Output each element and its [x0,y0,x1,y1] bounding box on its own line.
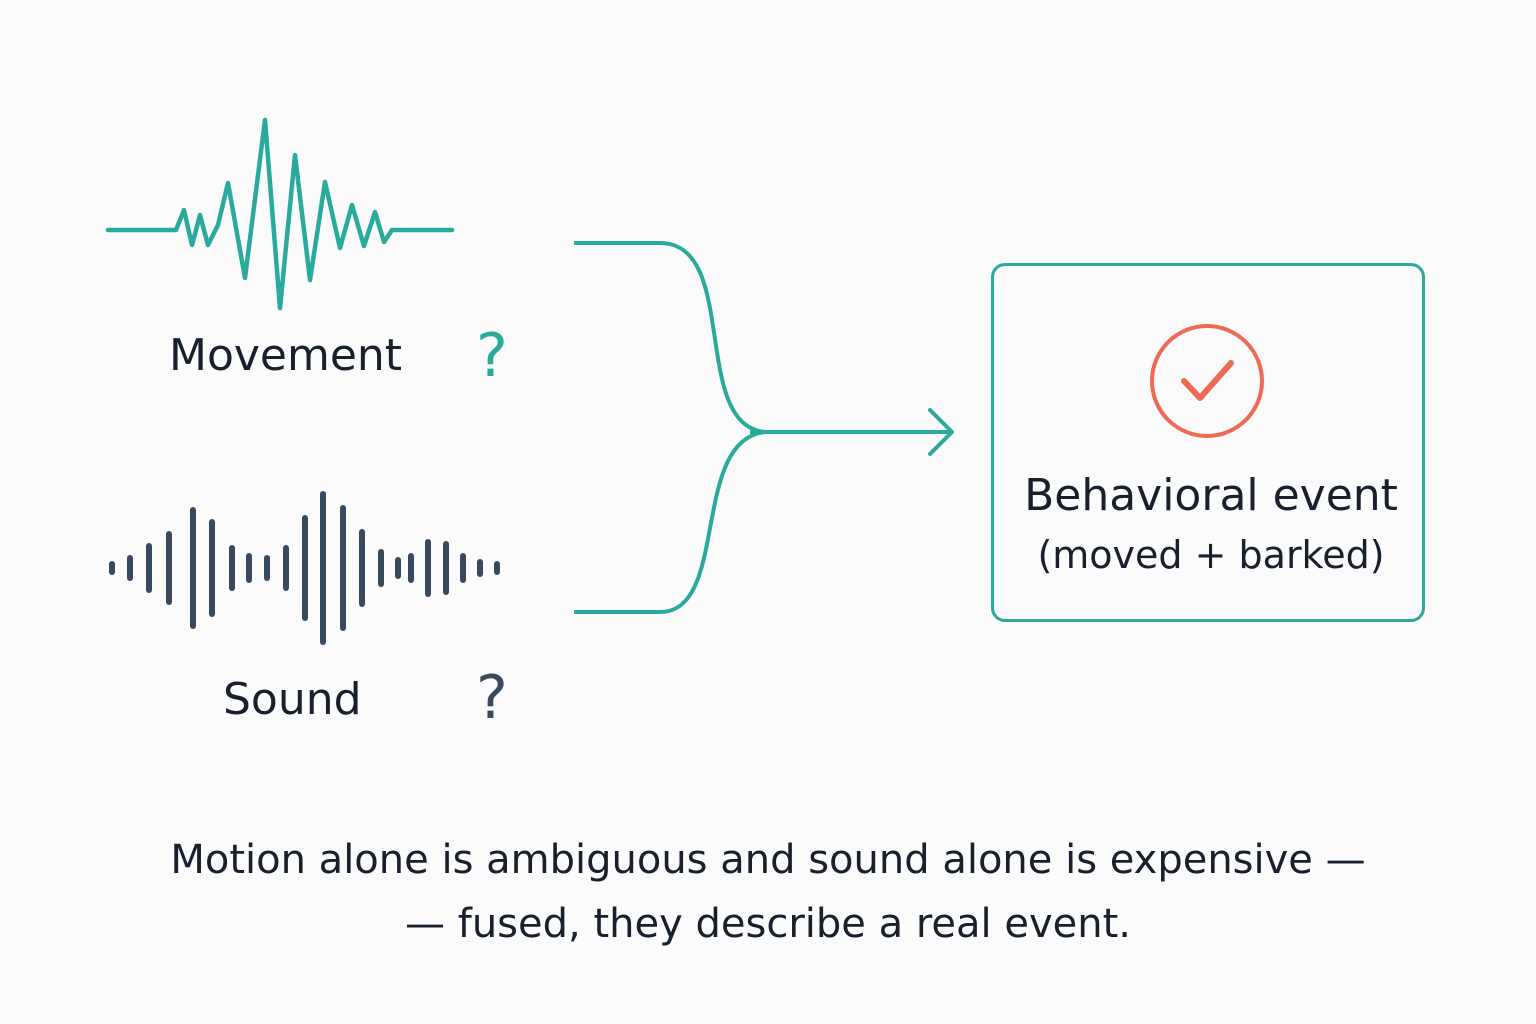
caption-line-2: — fused, they describe a real event. [405,901,1131,947]
behavioral-event-box: Behavioral event (moved + barked) [991,263,1425,622]
movement-connector [574,241,766,434]
movement-question-mark: ? [476,321,508,391]
check-circle-icon [1150,324,1264,438]
sound-label: Sound [223,674,362,725]
movement-waveform-icon [105,117,455,311]
arrow-head-icon [928,408,954,456]
caption: Motion alone is ambiguous and sound alon… [118,828,1418,956]
movement-label: Movement [169,330,403,381]
event-subtitle: (moved + barked) [1037,533,1385,577]
sound-question-mark: ? [476,663,508,733]
sound-waveform-icon [109,491,500,645]
caption-line-1: Motion alone is ambiguous and sound alon… [170,837,1366,883]
sound-connector [574,430,766,614]
event-title: Behavioral event [1024,470,1398,521]
